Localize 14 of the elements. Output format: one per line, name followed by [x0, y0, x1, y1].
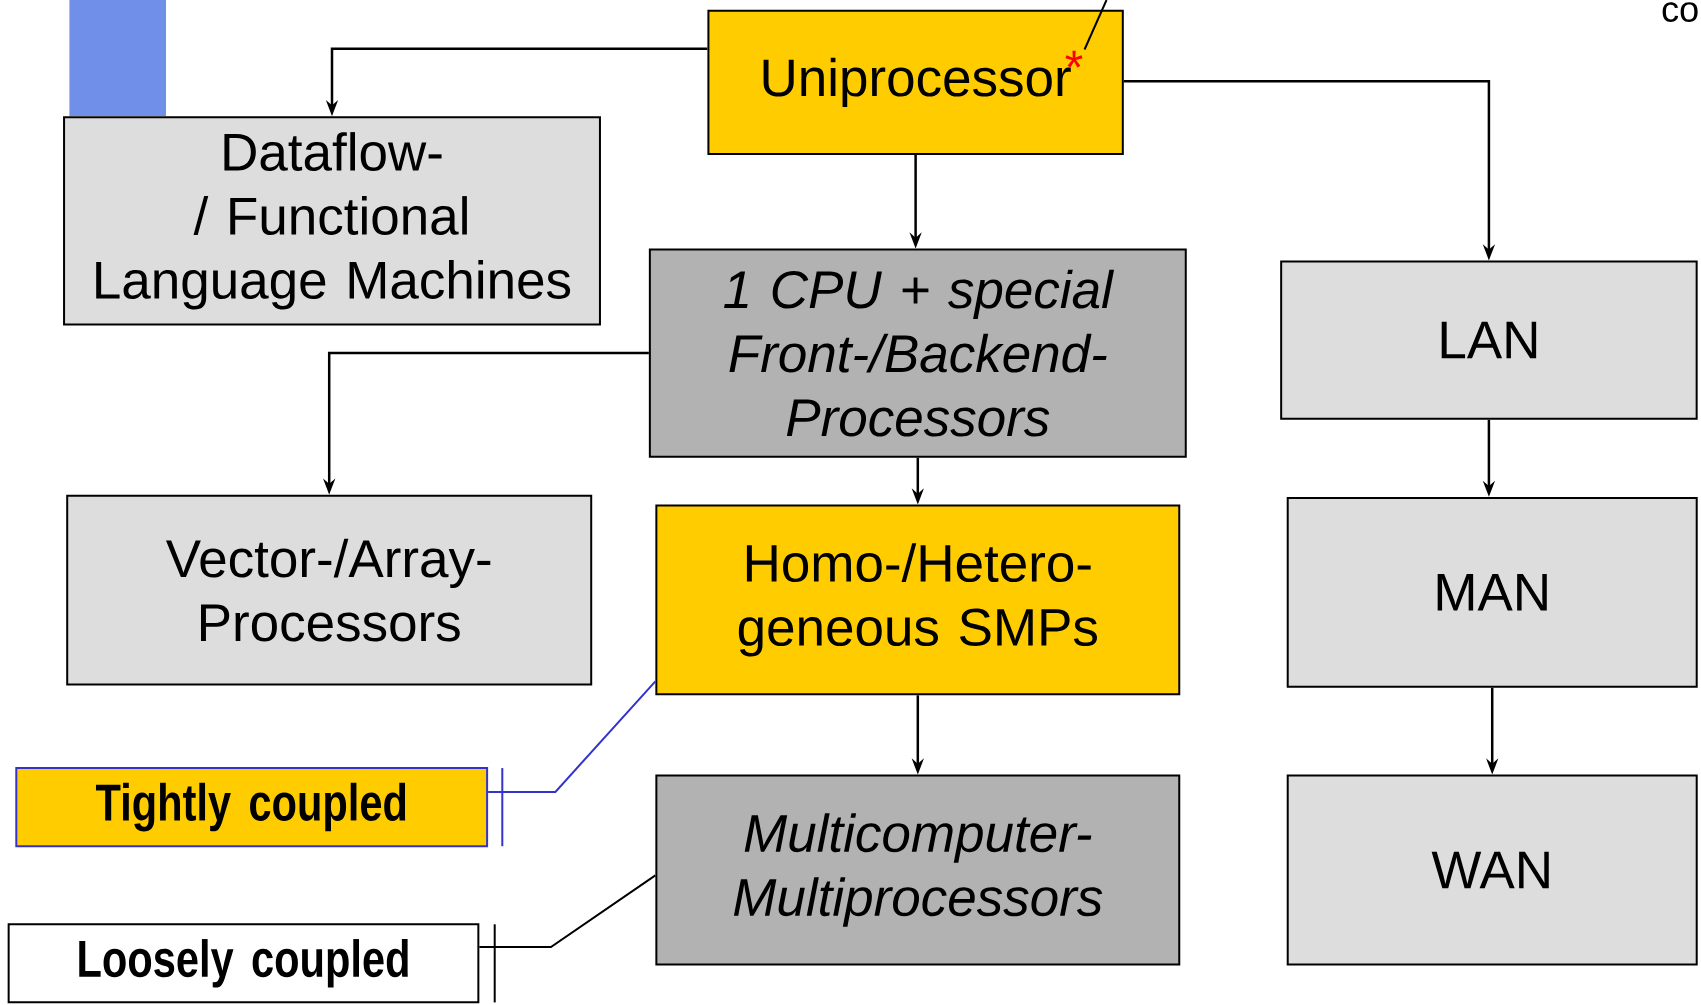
- process-box: WAN: [1286, 774, 1698, 966]
- category-box: Tightly coupled: [15, 767, 489, 848]
- process-box: Vector-/Array- Processors: [66, 494, 593, 686]
- process-box: Multicomputer- Multiprocessors: [655, 774, 1181, 966]
- process-box: Homo-/Hetero- geneous SMPs: [655, 504, 1181, 696]
- leader-line: [487, 680, 657, 793]
- category-box: Loosely coupled: [7, 923, 480, 1004]
- leader-line: [1083, 0, 1108, 51]
- process-box: 1 CPU + special Front-/Backend- Processors: [648, 248, 1187, 458]
- process-box: MAN: [1286, 496, 1698, 688]
- label-text: co: [1662, 2, 1698, 22]
- process-box: LAN: [1280, 260, 1698, 420]
- leader-line: [478, 874, 657, 948]
- process-box: Dataflow-/ Functional Language Machines: [63, 116, 601, 326]
